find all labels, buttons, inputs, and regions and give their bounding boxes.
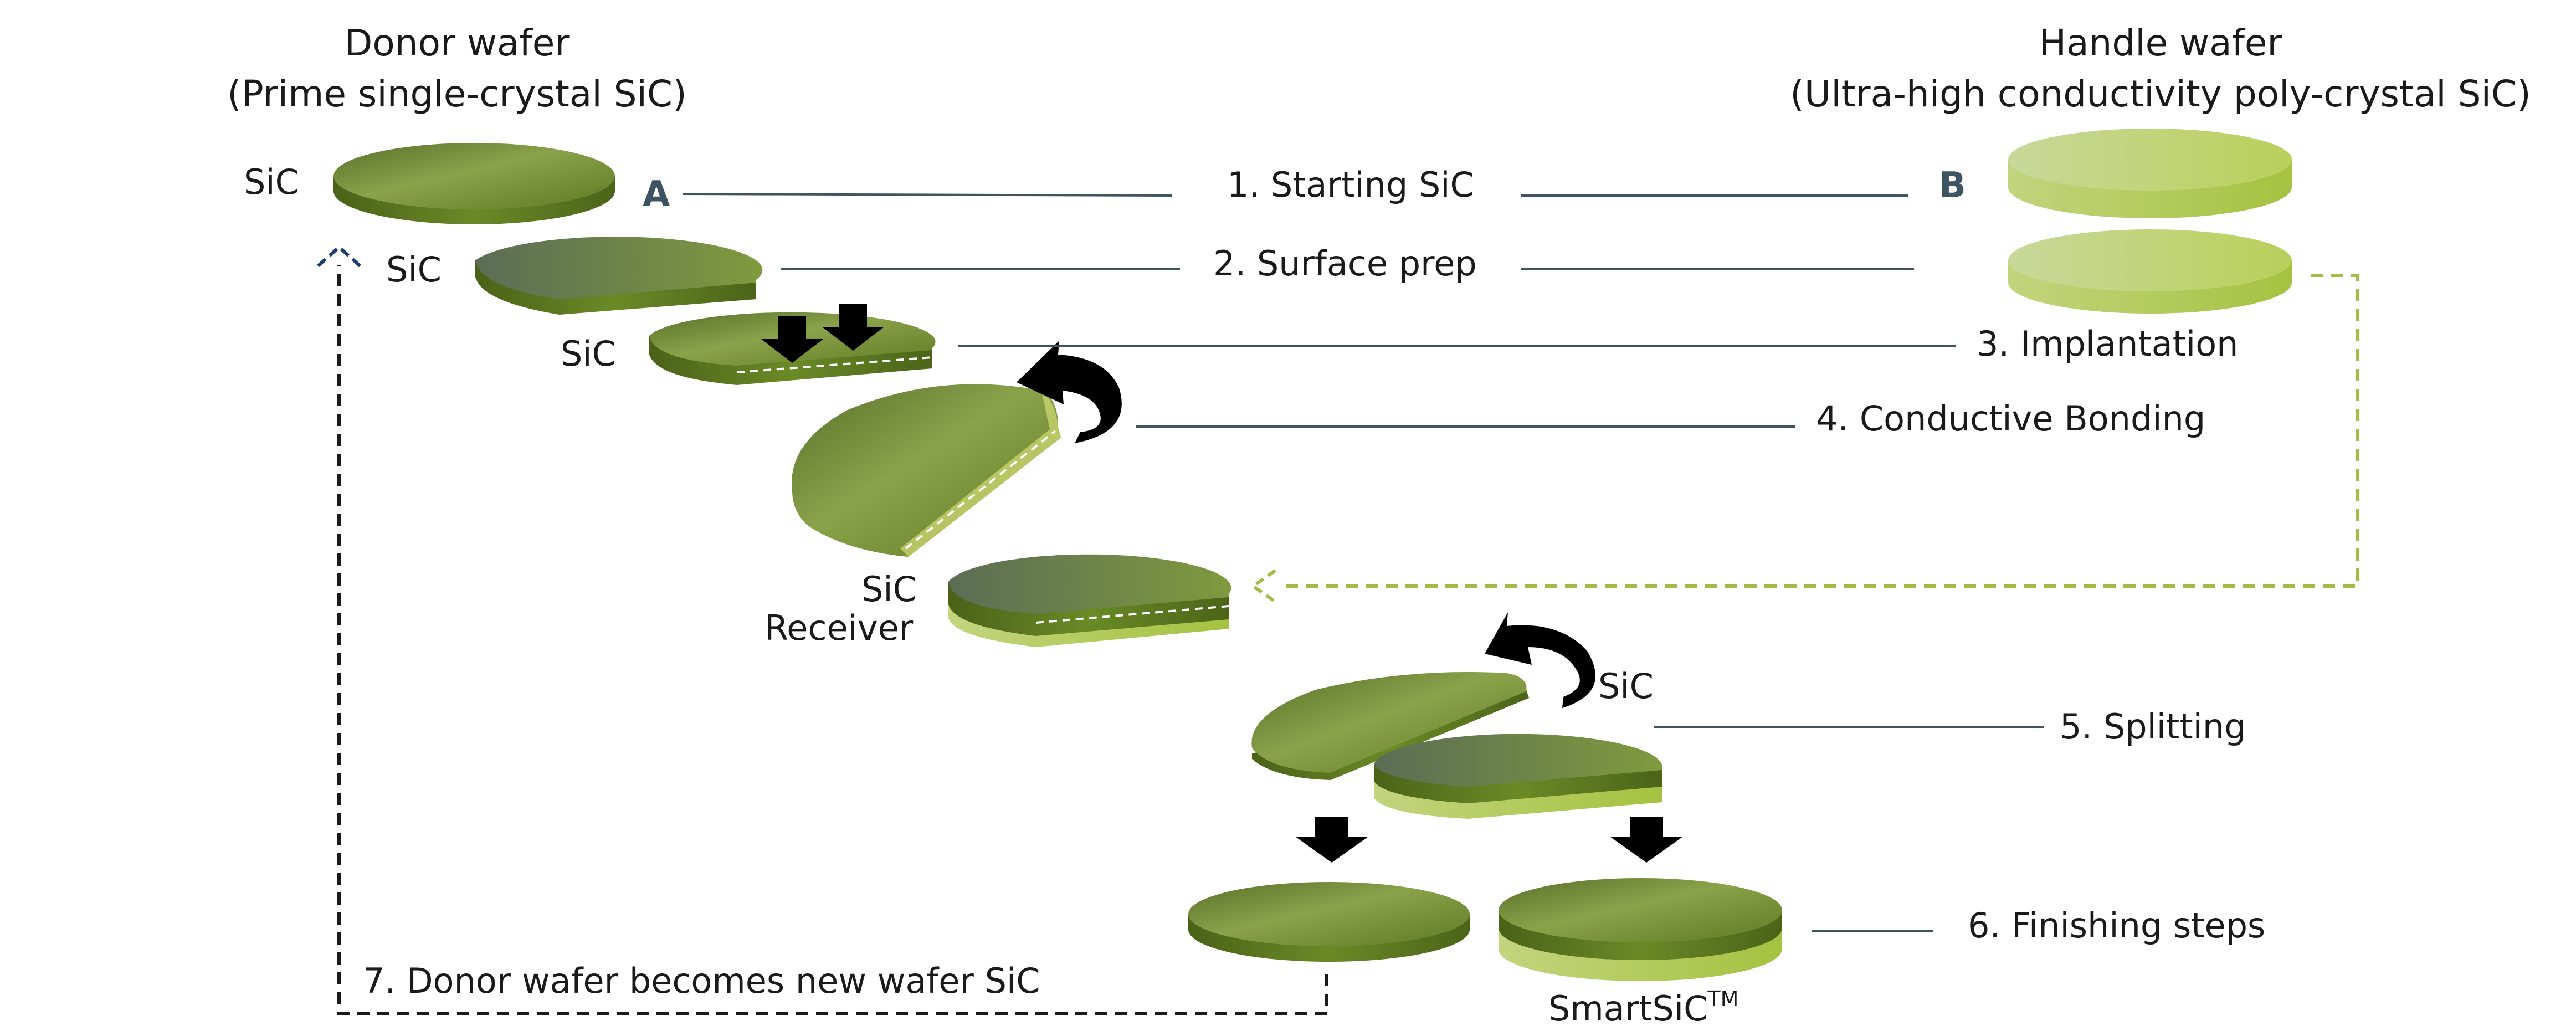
handle-transfer-loop xyxy=(1284,274,2359,588)
curved-flip-arrow-icon xyxy=(1017,341,1122,443)
reclaimed-donor-wafer xyxy=(1188,882,1470,962)
bonding-wafer-flipping xyxy=(792,384,1061,557)
down-arrow-icon xyxy=(822,304,884,351)
step-6-label: 6. Finishing steps xyxy=(1968,905,2265,946)
smartsic-label: SmartSiCTM xyxy=(1548,987,1738,1029)
splitting-donor-fragment xyxy=(1251,672,1529,780)
curved-flip-arrow-icon xyxy=(1485,612,1595,708)
step-2-label: 2. Surface prep xyxy=(1213,243,1477,284)
down-arrow-icon xyxy=(761,316,823,363)
handle-wafer-title: Handle wafer xyxy=(2039,22,2282,64)
receiver-stack xyxy=(948,554,1231,647)
handle-wafer-b xyxy=(2008,129,2292,218)
donor-wafer-a xyxy=(333,143,615,224)
trademark-superscript: TM xyxy=(1707,987,1738,1011)
sic-label-implantation: SiC xyxy=(561,334,616,374)
sic-label-surface-prep: SiC xyxy=(386,249,442,290)
down-arrow-icon xyxy=(1610,817,1683,863)
down-arrow-icon xyxy=(1295,817,1368,863)
sic-label-receiver: SiC xyxy=(861,569,917,609)
donor-recycle-loop xyxy=(337,265,1328,1015)
step-4-label: 4. Conductive Bonding xyxy=(1816,398,2205,439)
donor-wafer-subtitle: (Prime single-crystal SiC) xyxy=(227,73,687,115)
chevron-up-icon xyxy=(316,244,362,268)
handle-wafer-surface-prep xyxy=(2008,229,2292,314)
chevron-left-icon xyxy=(1250,569,1276,603)
step-1-label: 1. Starting SiC xyxy=(1227,165,1474,205)
splitting-receiver-stack xyxy=(1374,734,1662,819)
receiver-label: Receiver xyxy=(764,608,914,648)
sic-label-starting: SiC xyxy=(244,162,299,202)
donor-wafer-surface-prep xyxy=(475,237,763,315)
step-7-label: 7. Donor wafer becomes new wafer SiC xyxy=(363,961,1040,1001)
sic-label-splitting: SiC xyxy=(1598,666,1654,706)
smartsic-wafer xyxy=(1499,878,1782,981)
step-3-label: 3. Implantation xyxy=(1977,324,2238,364)
marker-a: A xyxy=(643,174,670,215)
step-5-label: 5. Splitting xyxy=(2060,706,2246,747)
leader-line-step-1 xyxy=(682,193,1172,197)
donor-wafer-title: Donor wafer xyxy=(345,22,571,64)
handle-wafer-subtitle: (Ultra-high conductivity poly-crystal Si… xyxy=(1790,73,2531,115)
marker-b: B xyxy=(1939,165,1966,206)
